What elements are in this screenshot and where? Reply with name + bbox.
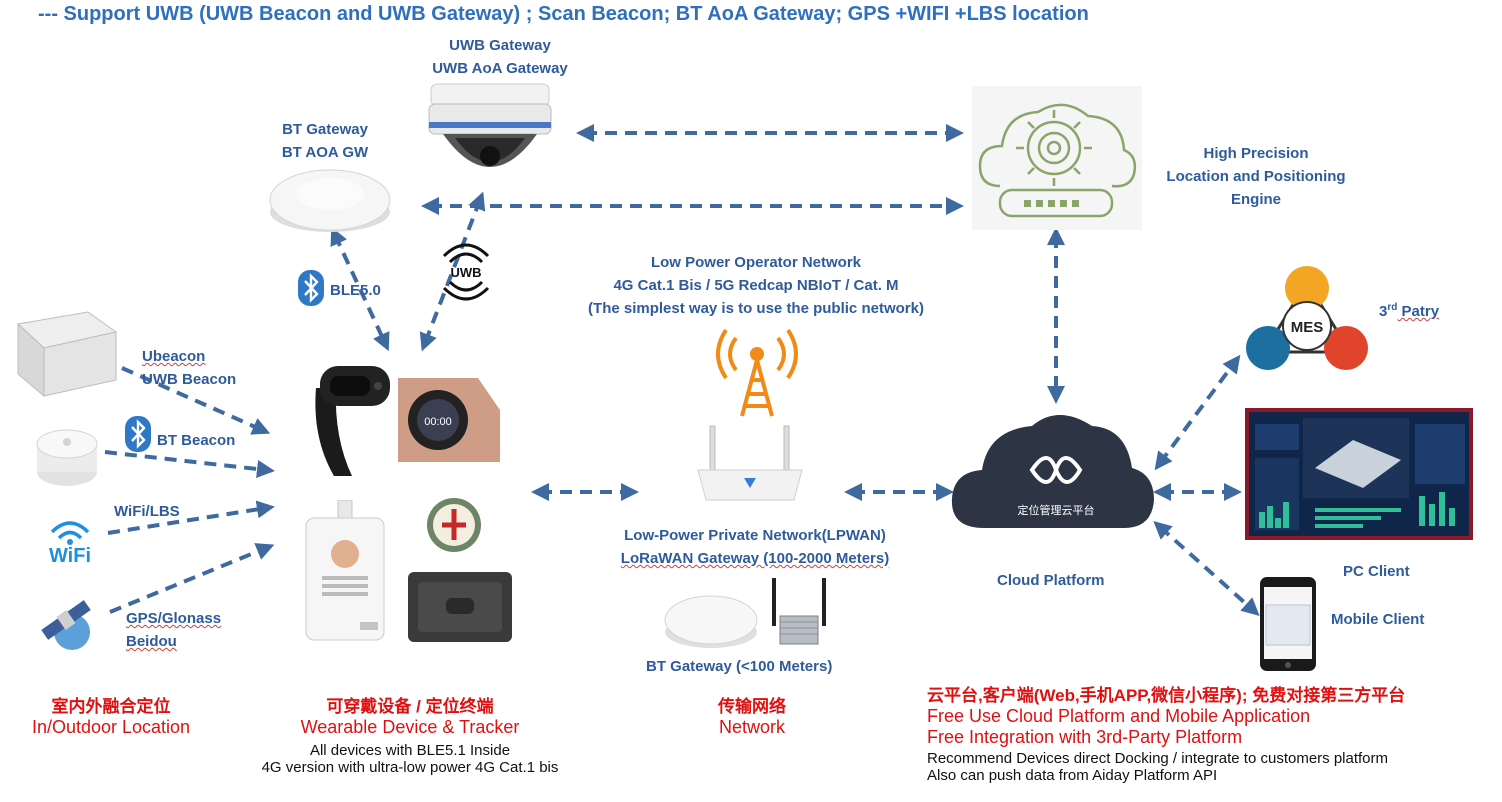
ble-label: BLE5.0 <box>330 282 381 299</box>
section-network: 传输网络 Network <box>718 697 786 737</box>
badge-emblem-image <box>427 498 481 552</box>
page-headline: --- Support UWB (UWB Beacon and UWB Gate… <box>38 3 1089 25</box>
bt-beacon-image <box>36 429 98 486</box>
smartwatch-image: 00:00 <box>398 378 500 462</box>
arrow-wifi <box>107 500 275 535</box>
cell-tower-icon <box>716 328 798 417</box>
uwb-signal-icon: UWB <box>442 243 490 301</box>
arrow-bt-beacon <box>104 450 275 478</box>
mes-text: MES <box>1291 319 1324 336</box>
tracker-box-image <box>408 572 512 642</box>
section-location: 室内外融合定位 In/Outdoor Location <box>31 697 191 737</box>
engine-label: High Precision Location and Positioning … <box>1166 145 1346 208</box>
cloud-platform-label: Cloud Platform <box>997 572 1105 589</box>
cloud-platform-image: 定位管理云平台 <box>951 415 1154 528</box>
arrow-uwbgw-device <box>419 191 486 352</box>
section-wearable: 可穿戴设备 / 定位终端 Wearable Device & Tracker A… <box>261 697 559 776</box>
bt-gateway-top-label: BT Gateway BT AOA GW <box>281 121 369 161</box>
arrow-cloud-mobile <box>1153 521 1260 616</box>
bt-gateway-bottom-label: BT Gateway (<100 Meters) <box>646 658 833 675</box>
lpwan-label: Low-Power Private Network(LPWAN) LoRaWAN… <box>620 527 890 567</box>
mobile-client-image <box>1260 577 1316 671</box>
cloud-platform-text: 定位管理云平台 <box>1018 503 1095 517</box>
wifi-logo-text: WiFi <box>49 545 91 564</box>
uwb-gateway-dome-image <box>428 83 552 167</box>
operator-network-label: Low Power Operator Network 4G Cat.1 Bis … <box>588 254 924 317</box>
mobile-client-label: Mobile Client <box>1331 611 1425 628</box>
wifi-lbs-label: WiFi/LBS <box>114 503 180 520</box>
pc-client-label: PC Client <box>1343 563 1410 580</box>
location-engine-image <box>972 86 1142 230</box>
arrow-cloud-mes <box>1154 354 1241 471</box>
satellite-icon <box>41 600 91 650</box>
uwb-gateway-label: UWB Gateway UWB AoA Gateway <box>432 37 568 77</box>
section-cloud: 云平台,客户端(Web,手机APP,微信小程序); 免费对接第三方平台 Free… <box>927 686 1406 784</box>
bt-gateway-top-image <box>269 169 391 232</box>
wifi-logo-icon: WiFi <box>49 521 91 564</box>
bt-gateway-bottom-image <box>664 595 758 648</box>
router-image <box>697 425 803 501</box>
lora-gateway-image <box>772 578 826 645</box>
ubeacon-label: Ubeacon UWB Beacon <box>142 348 237 388</box>
third-party-label: 3rd Patry <box>1379 302 1440 320</box>
watch-time: 00:00 <box>424 416 452 428</box>
gps-label: GPS/Glonass Beidou <box>126 610 222 650</box>
arrow-ubeacon <box>121 366 271 435</box>
pc-client-dashboard-image <box>1245 408 1473 540</box>
badge-card-image <box>305 500 385 641</box>
mes-diagram-image: MES <box>1246 266 1368 370</box>
wristband-image <box>315 366 390 476</box>
bluetooth-beacon-icon <box>125 416 151 452</box>
ubeacon-box-image <box>16 311 118 398</box>
bt-beacon-label: BT Beacon <box>157 432 236 449</box>
uwb-icon-text: UWB <box>450 265 481 280</box>
bluetooth-icon <box>298 270 324 306</box>
arrow-gps <box>109 543 275 614</box>
